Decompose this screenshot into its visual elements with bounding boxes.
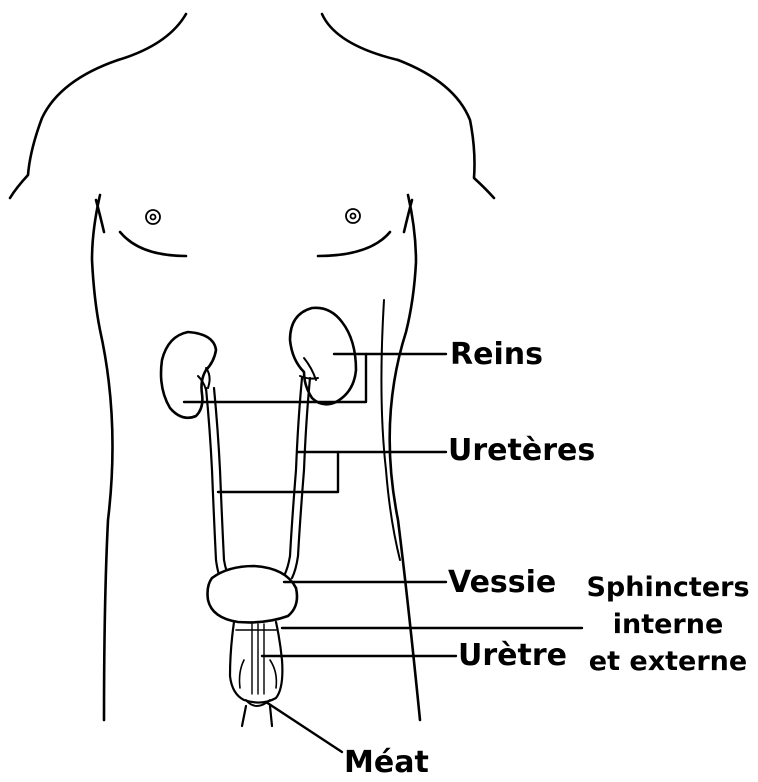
label-meat: Méat [344,748,429,778]
label-sphincters-line2: interne [584,611,752,638]
label-sphincters-line3: et externe [584,648,752,675]
nipples [146,209,360,224]
label-sphincters-line1: Sphincters [584,574,752,601]
leader-lines [184,354,582,752]
label-reins: Reins [450,340,543,370]
label-sphincters: Sphincters interne et externe [584,570,752,679]
ureters [206,378,310,582]
leader-ureteres [218,452,338,492]
label-vessie: Vessie [448,568,556,598]
urethra-organ [230,622,282,726]
leader-meat [266,702,342,752]
label-uretre: Urètre [458,641,567,671]
label-ureteres: Uretères [448,436,595,466]
bladder [208,566,298,622]
